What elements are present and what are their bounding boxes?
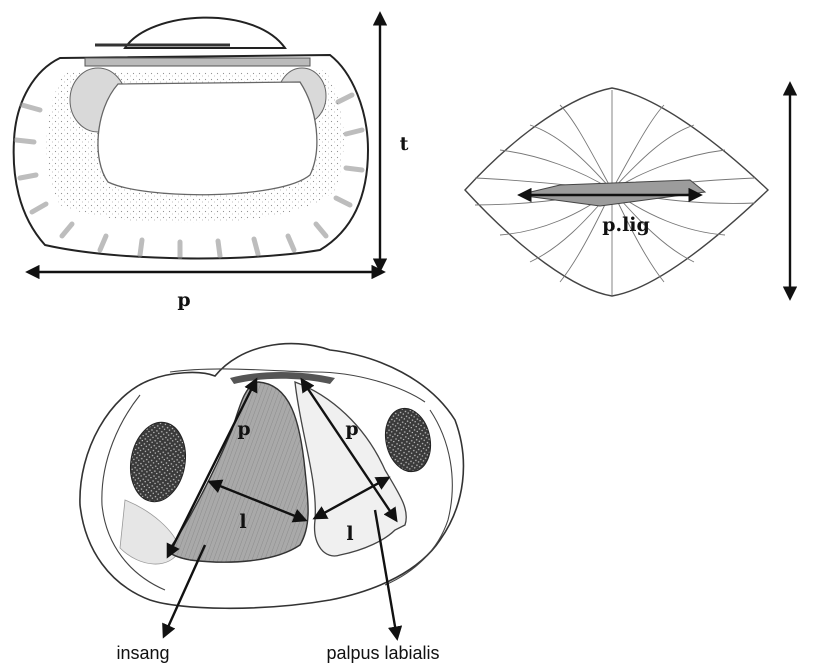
shell-dorsal-panel: p.lig <box>465 84 790 298</box>
hinge-plate <box>85 58 310 66</box>
gill-width-label: l <box>239 511 246 533</box>
shell-length-label: p <box>177 289 190 311</box>
umbo <box>125 18 285 48</box>
shell-interior-panel: p t <box>14 14 409 311</box>
palp-length-label: p <box>345 418 358 440</box>
shell-height-label: t <box>400 133 409 155</box>
pallial-line <box>98 82 317 195</box>
palp-label: palpus labialis <box>326 643 439 663</box>
ligament-label: p.lig <box>602 214 650 236</box>
gill-label: insang <box>116 643 169 663</box>
palp-width-label: l <box>346 523 353 545</box>
soft-anatomy-panel: p l p l insang palpus labialis <box>80 344 464 663</box>
gill-length-label: p <box>237 418 250 440</box>
